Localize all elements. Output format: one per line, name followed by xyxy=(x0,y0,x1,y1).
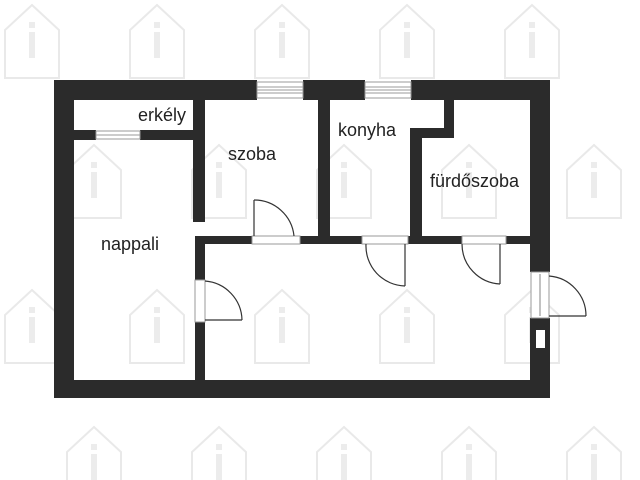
outer-wall-right xyxy=(530,80,550,272)
room-label-kitchen: konyha xyxy=(338,120,397,140)
room-label-bathroom: fürdőszoba xyxy=(430,171,520,191)
hall-wall-top xyxy=(195,236,252,244)
windows xyxy=(95,81,412,140)
window xyxy=(256,81,304,99)
door xyxy=(461,235,507,285)
walls xyxy=(54,80,550,398)
inner-wall xyxy=(195,322,205,380)
entrance-door xyxy=(530,271,587,319)
room-label-living: nappali xyxy=(101,234,159,254)
door xyxy=(251,199,301,245)
outer-wall-top xyxy=(54,80,257,100)
balcony-wall xyxy=(140,130,202,140)
wall-niche xyxy=(536,330,545,348)
doors xyxy=(194,199,587,323)
window xyxy=(95,130,141,140)
inner-wall xyxy=(410,128,454,138)
room-label-room: szoba xyxy=(228,144,277,164)
inner-wall xyxy=(410,130,422,244)
room-label-balcony: erkély xyxy=(138,105,186,125)
hall-wall-top xyxy=(408,236,462,244)
inner-wall xyxy=(195,236,205,280)
window xyxy=(364,81,412,99)
house-info-icon xyxy=(4,3,622,480)
hall-wall-top xyxy=(506,236,550,244)
outer-wall-top xyxy=(411,80,550,100)
outer-wall-bottom xyxy=(54,380,550,398)
inner-wall xyxy=(444,100,454,138)
inner-wall xyxy=(318,100,330,244)
outer-wall-left xyxy=(54,80,74,398)
hall-wall-top xyxy=(300,236,362,244)
outer-wall-top xyxy=(303,80,365,100)
door xyxy=(361,235,409,287)
door xyxy=(194,279,243,323)
balcony-wall xyxy=(74,130,96,140)
inner-wall xyxy=(193,100,205,222)
